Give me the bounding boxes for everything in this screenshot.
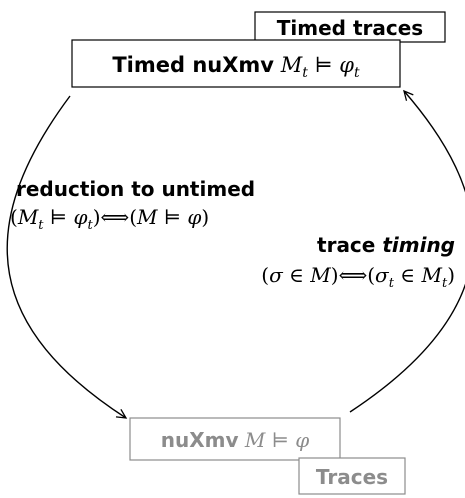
timing-label: trace timing (σ ∈ M)⟺(σt ∈ Mt): [261, 233, 455, 291]
reduction-equivalence: (Mt ⊨ φt)⟺(M ⊨ φ): [10, 205, 209, 233]
reduction-title: reduction to untimed: [16, 177, 255, 201]
untimed-formula-symbol: φ: [295, 428, 309, 452]
timed-model-label: Timed nuXmv Mt ⊨ φt: [112, 53, 360, 81]
timed-model-symbol: M: [280, 53, 303, 77]
traces-tag: Traces: [298, 457, 406, 495]
untimed-model-label: nuXmv M ⊨ φ: [161, 428, 310, 452]
untimed-model-symbol: M: [244, 428, 266, 452]
timed-tool-name: Timed nuXmv: [112, 53, 274, 77]
reduction-arrow: [6, 95, 128, 419]
timing-equivalence: (σ ∈ M)⟺(σt ∈ Mt): [261, 263, 455, 291]
traces-tag-box: [298, 457, 406, 495]
timed-formula-symbol: φ: [339, 53, 354, 77]
timed-model-box: [71, 39, 401, 88]
timed-formula-subscript: t: [354, 65, 360, 81]
timed-sat-symbol: ⊨: [315, 53, 333, 77]
untimed-model-box: [129, 417, 341, 461]
timed-traces-tag-label: Timed traces: [277, 16, 423, 40]
timing-title: trace timing: [317, 233, 455, 257]
timed-traces-tag-box: [254, 11, 446, 43]
timed-traces-tag: Timed traces: [254, 11, 446, 43]
untimed-model-node: nuXmv M ⊨ φ: [129, 417, 341, 461]
untimed-tool-name: nuXmv: [161, 428, 239, 452]
traces-tag-label: Traces: [316, 465, 388, 489]
timed-model-node: Timed nuXmv Mt ⊨ φt: [71, 39, 401, 88]
timing-arrow: [349, 89, 465, 413]
untimed-sat-symbol: ⊨: [272, 428, 289, 452]
reduction-label: reduction to untimed (Mt ⊨ φt)⟺(M ⊨ φ): [10, 177, 255, 233]
timed-model-subscript: t: [302, 65, 308, 81]
